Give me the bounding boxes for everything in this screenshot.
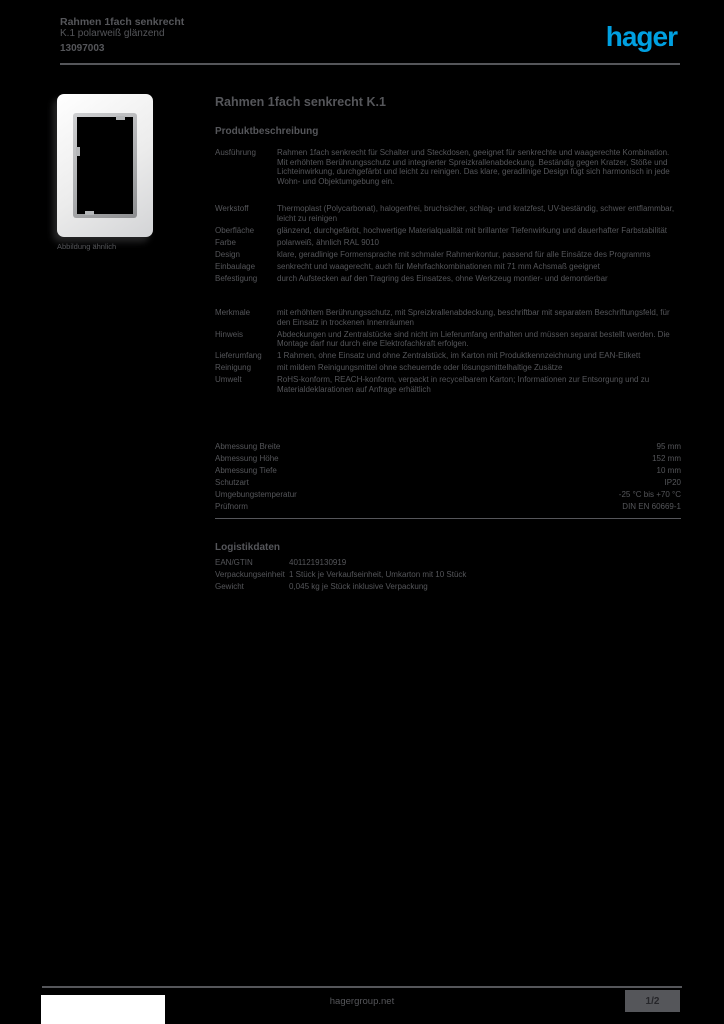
spec-value: mit mildem Reinigungsmittel ohne scheuer… xyxy=(277,363,563,373)
spec-value: Abdeckungen und Zentralstücke sind nicht… xyxy=(277,329,670,349)
spec-label: Reinigung xyxy=(215,363,252,373)
hager-logo: hager xyxy=(605,21,678,52)
tech-label: Abmessung Höhe xyxy=(215,453,279,463)
product-image-caption: Abbildung ähnlich xyxy=(57,242,117,251)
spec-row: Werkstoff Thermoplast (Polycarbonat), ha… xyxy=(215,204,681,223)
page-title: Rahmen 1fach senkrecht K.1 xyxy=(215,95,386,109)
spec-value: durch Aufstecken auf den Tragring des Ei… xyxy=(277,273,608,283)
tech-value: 10 mm xyxy=(656,465,681,475)
spec-value: mit erhöhtem Berührungsschutz, mit Sprei… xyxy=(277,308,670,327)
tech-label: Umgebungstemperatur xyxy=(215,489,297,499)
tech-label: Abmessung Tiefe xyxy=(215,465,277,475)
section-header-logistics: Logistikdaten xyxy=(215,542,281,553)
spec-label: Umwelt xyxy=(215,375,242,385)
spec-value: senkrecht und waagerecht, auch für Mehrf… xyxy=(277,261,600,271)
spec-label: Design xyxy=(215,249,240,259)
tech-value: DIN EN 60669-1 xyxy=(622,501,681,511)
spec-value: 0,045 kg je Stück inklusive Verpackung xyxy=(289,581,428,591)
header: Rahmen 1fach senkrecht K.1 polarweiß glä… xyxy=(60,16,360,55)
spec-row: Oberfläche glänzend, durchgefärbt, hochw… xyxy=(215,226,681,236)
properties-block: Werkstoff Thermoplast (Polycarbonat), ha… xyxy=(215,204,681,286)
description-block: Ausführung Rahmen 1fach senkrecht für Sc… xyxy=(215,148,681,189)
spec-row: EAN/GTIN 4011219130919 xyxy=(215,558,681,568)
header-title-line2: K.1 polarweiß glänzend xyxy=(60,28,165,39)
spec-label: Ausführung xyxy=(215,148,256,157)
frame-opening xyxy=(76,116,133,215)
spec-row: Hinweis Abdeckungen und Zentralstücke si… xyxy=(215,330,681,349)
spec-value: klare, geradlinige Formensprache mit sch… xyxy=(277,249,651,259)
spec-label: Verpackungseinheit xyxy=(215,569,285,579)
header-title-line1: Rahmen 1fach senkrecht xyxy=(60,16,185,28)
tech-value: 95 mm xyxy=(656,442,681,451)
tech-label: Abmessung Breite xyxy=(215,442,281,451)
description-row: Ausführung Rahmen 1fach senkrecht für Sc… xyxy=(215,148,681,186)
tech-row: Umgebungstemperatur -25 °C bis +70 °C xyxy=(215,490,681,500)
tech-value: -25 °C bis +70 °C xyxy=(618,489,681,499)
section-header-description: Produktbeschreibung xyxy=(215,126,319,137)
spec-value: polarweiß, ähnlich RAL 9010 xyxy=(277,237,379,247)
footer-center-text: hagergroup.net xyxy=(329,996,395,1007)
tech-label: Schutzart xyxy=(215,477,249,487)
footer-logo-box xyxy=(41,995,165,1024)
technical-data-table: Abmessung Breite 95 mm Abmessung Höhe 15… xyxy=(215,442,681,519)
spec-label: Hinweis xyxy=(215,329,244,339)
spec-row: Umwelt RoHS-konform, REACH-konform, verp… xyxy=(215,375,681,394)
tech-row: Abmessung Breite 95 mm xyxy=(215,442,681,452)
spec-label: Merkmale xyxy=(215,308,251,317)
spec-label: Farbe xyxy=(215,237,236,247)
tech-label: Prüfnorm xyxy=(215,501,248,511)
tech-value: IP20 xyxy=(664,477,681,487)
spec-row: Verpackungseinheit 1 Stück je Verkaufsei… xyxy=(215,570,681,580)
spec-label: Oberfläche xyxy=(215,225,255,235)
spec-row: Reinigung mit mildem Reinigungsmittel oh… xyxy=(215,363,681,373)
logistics-block: EAN/GTIN 4011219130919 Verpackungseinhei… xyxy=(215,558,681,594)
frame-clip-icon xyxy=(116,116,125,120)
header-rule xyxy=(60,63,680,65)
spec-row: Lieferumfang 1 Rahmen, ohne Einsatz und … xyxy=(215,351,681,361)
frame-clip-icon xyxy=(85,211,94,215)
spec-row: Befestigung durch Aufstecken auf den Tra… xyxy=(215,274,681,284)
spec-label: Gewicht xyxy=(215,581,244,591)
spec-value: 1 Stück je Verkaufseinheit, Umkarton mit… xyxy=(289,569,467,579)
footer-rule xyxy=(42,986,682,988)
spec-row: Merkmale mit erhöhtem Berührungsschutz, … xyxy=(215,308,681,327)
tech-row: Abmessung Tiefe 10 mm xyxy=(215,466,681,476)
spec-value: RoHS-konform, REACH-konform, verpackt in… xyxy=(277,375,650,394)
spec-label: Werkstoff xyxy=(215,204,249,213)
tech-row: Prüfnorm DIN EN 60669-1 xyxy=(215,502,681,512)
spec-value: glänzend, durchgefärbt, hochwertige Mate… xyxy=(277,225,667,235)
spec-value: 4011219130919 xyxy=(289,558,347,567)
tech-value: 152 mm xyxy=(652,453,681,463)
spec-row: Einbaulage senkrecht und waagerecht, auc… xyxy=(215,262,681,272)
spec-value: Thermoplast (Polycarbonat), halogenfrei,… xyxy=(277,204,675,223)
header-reference: 13097003 xyxy=(60,43,105,54)
frame-clip-icon xyxy=(76,147,80,156)
spec-row: Design klare, geradlinige Formensprache … xyxy=(215,250,681,260)
tech-row: Abmessung Höhe 152 mm xyxy=(215,454,681,464)
spec-row: Gewicht 0,045 kg je Stück inklusive Verp… xyxy=(215,582,681,592)
spec-label: Lieferumfang xyxy=(215,351,262,361)
footer-page-box: 1/2 xyxy=(625,990,680,1012)
spec-label: Befestigung xyxy=(215,273,258,283)
frame-inner-ring xyxy=(73,113,137,218)
notes-block: Merkmale mit erhöhtem Berührungsschutz, … xyxy=(215,308,681,397)
spec-label: Einbaulage xyxy=(215,261,256,271)
spec-value: Rahmen 1fach senkrecht für Schalter und … xyxy=(277,148,670,186)
spec-value: 1 Rahmen, ohne Einsatz und ohne Zentrals… xyxy=(277,351,641,361)
product-image xyxy=(57,94,153,237)
spec-row: Farbe polarweiß, ähnlich RAL 9010 xyxy=(215,238,681,248)
tech-row: Schutzart IP20 xyxy=(215,478,681,488)
main-column: Rahmen 1fach senkrecht K.1 Produktbeschr… xyxy=(215,0,681,700)
spec-label: EAN/GTIN xyxy=(215,558,253,567)
